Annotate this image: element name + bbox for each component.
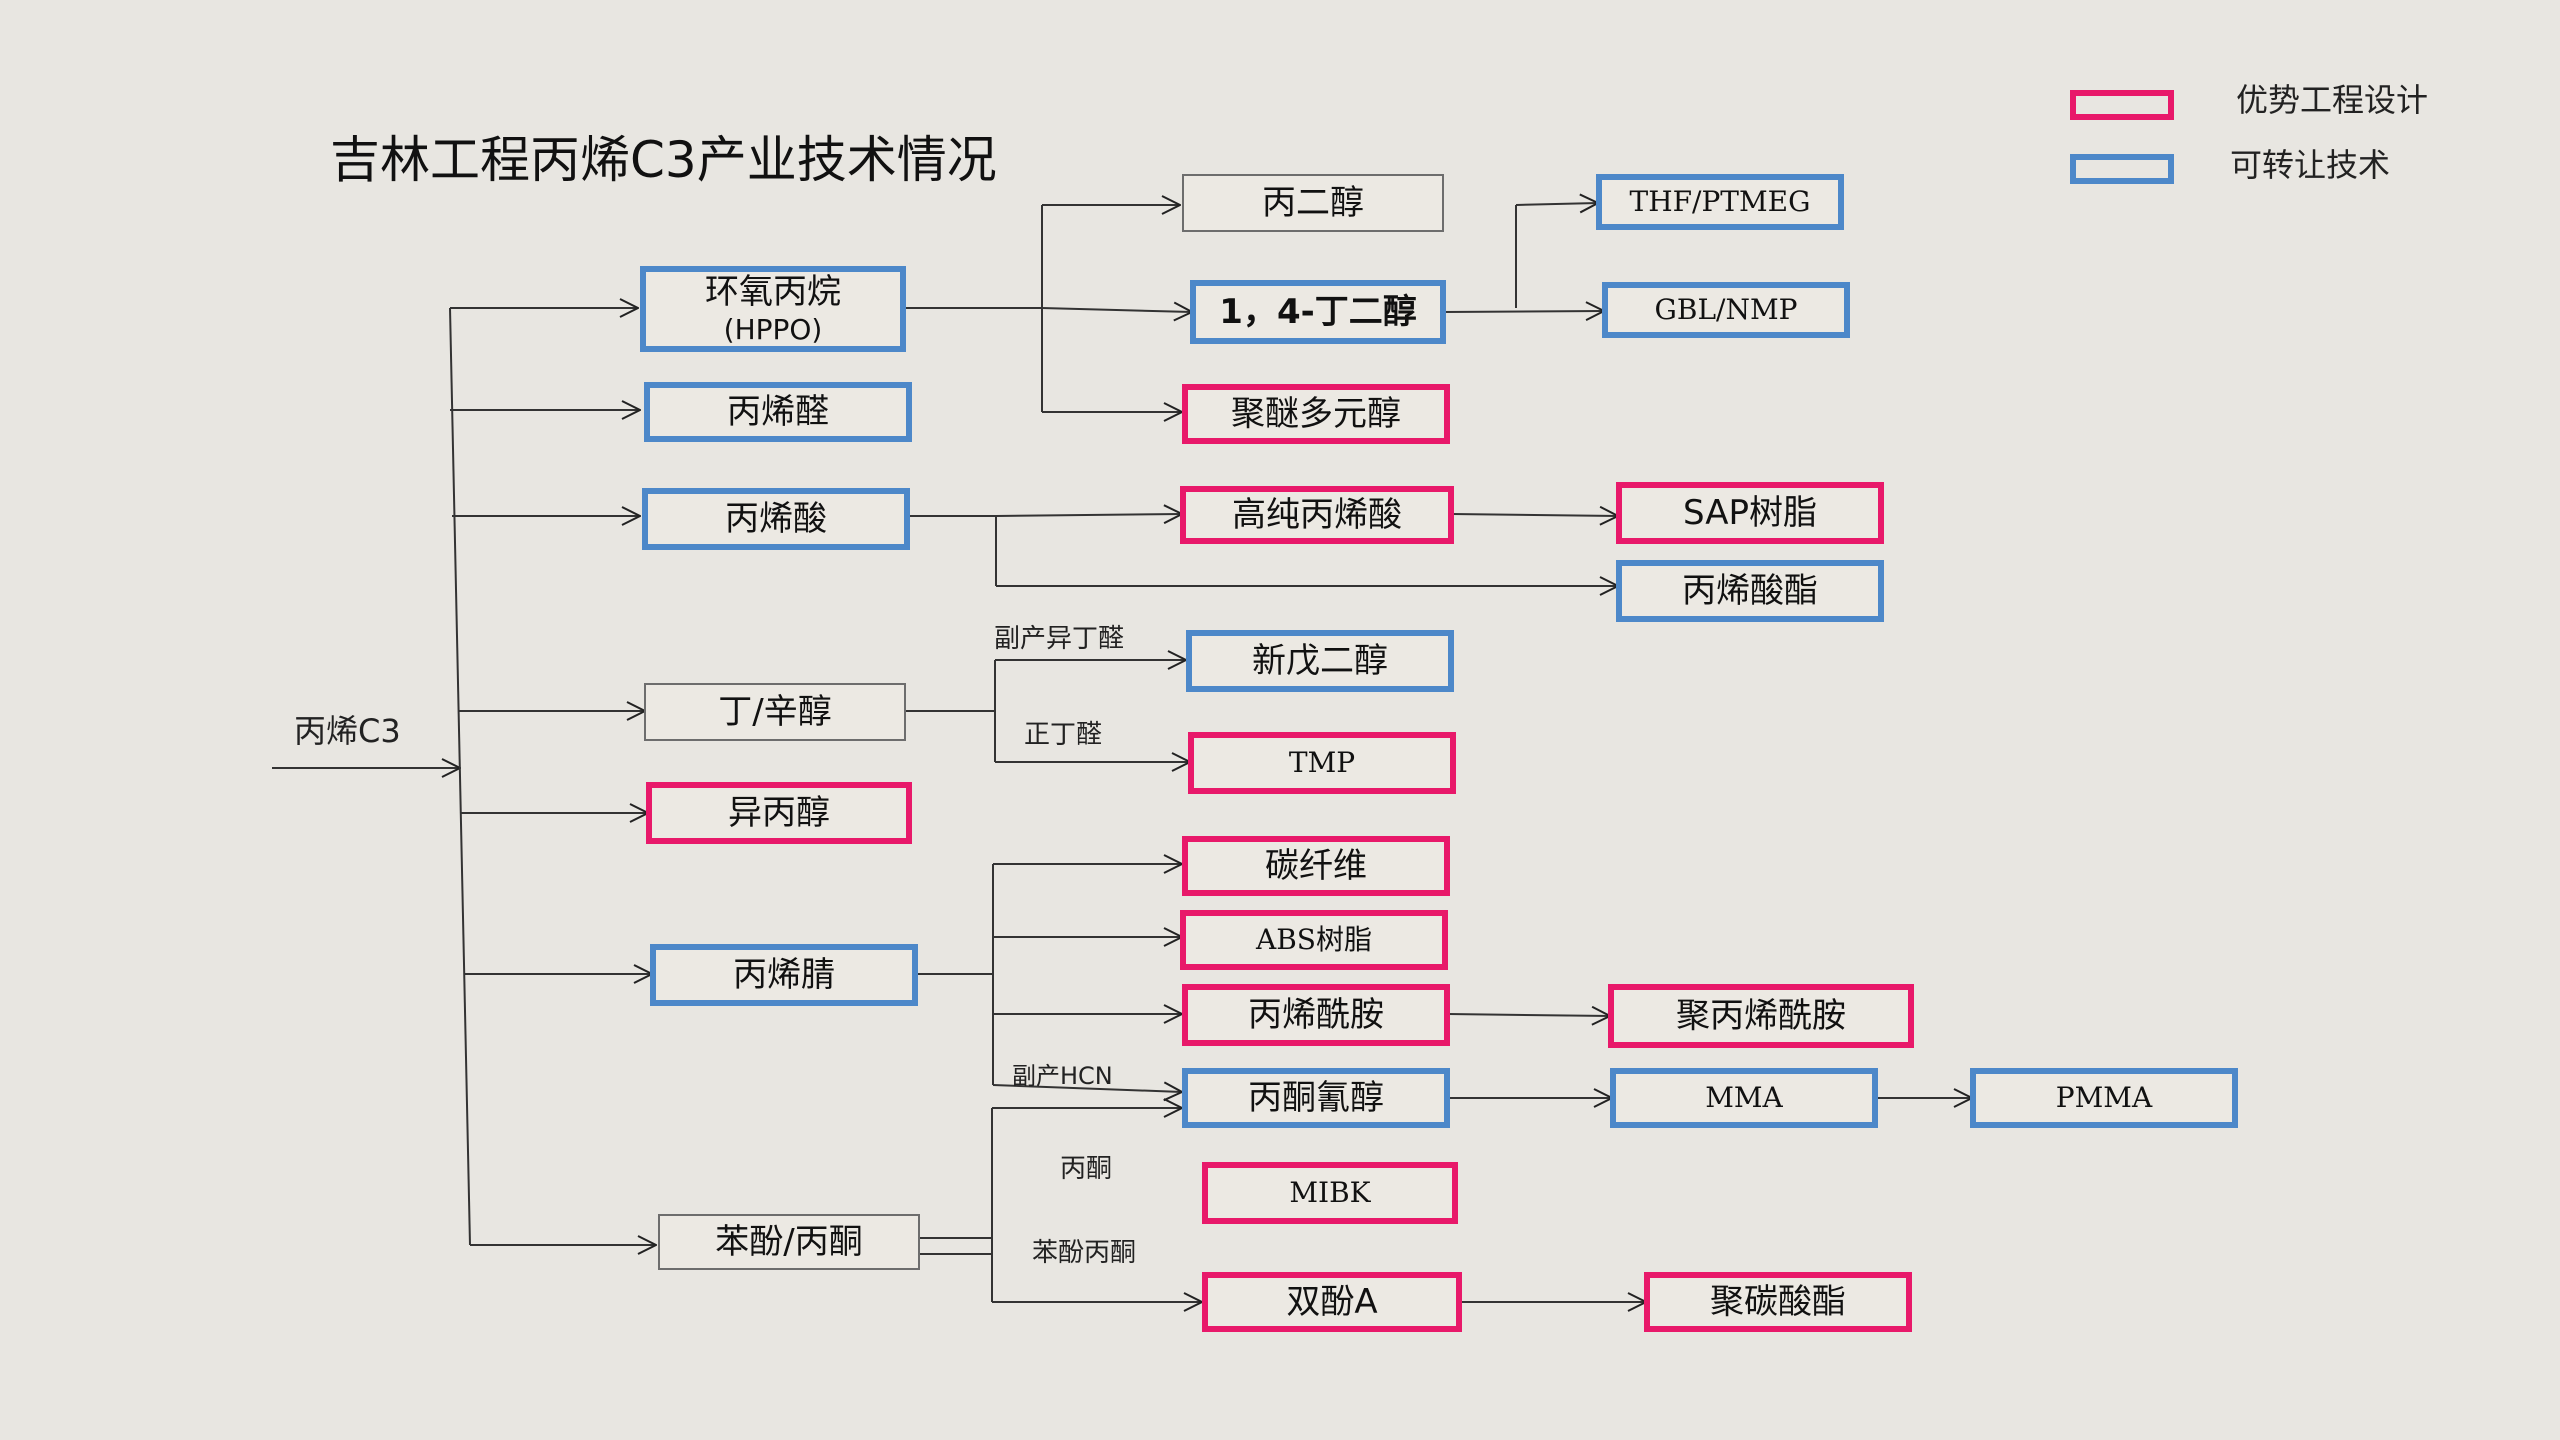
node-hppo: 环氧丙烷 (HPPO) xyxy=(640,266,906,352)
root-propylene: 丙烯C3 xyxy=(294,712,401,750)
node-bpa: 双酚A xyxy=(1202,1272,1462,1332)
node-pam: 聚丙烯酰胺 xyxy=(1608,984,1914,1048)
edge-label-n-butyraldehyde: 正丁醛 xyxy=(1024,720,1103,750)
node-butanol: 丁/辛醇 xyxy=(644,683,906,741)
node-phenol-acetone: 苯酚/丙酮 xyxy=(658,1214,920,1270)
node-pdo: 丙二醇 xyxy=(1182,174,1444,232)
node-acrylonitrile: 丙烯腈 xyxy=(650,944,918,1006)
node-acrylamide: 丙烯酰胺 xyxy=(1182,984,1450,1046)
node-carbon-fiber: 碳纤维 xyxy=(1182,836,1450,896)
node-pc: 聚碳酸酯 xyxy=(1644,1272,1912,1332)
node-acrylic-acid: 丙烯酸 xyxy=(642,488,910,550)
edge-label-phenol-acetone: 苯酚丙酮 xyxy=(1032,1238,1137,1268)
edge-label-hcn: 副产HCN xyxy=(1012,1062,1113,1090)
page-title: 吉林工程丙烯C3产业技术情况 xyxy=(330,131,997,189)
edge-label-isobutyraldehyde: 副产异丁醛 xyxy=(994,624,1125,654)
legend-label-advantage: 优势工程设计 xyxy=(2236,81,2429,119)
node-hppo-line2: (HPPO) xyxy=(723,312,823,346)
node-tmp: TMP xyxy=(1188,732,1456,794)
node-acrylate: 丙烯酸酯 xyxy=(1616,560,1884,622)
node-npg: 新戊二醇 xyxy=(1186,630,1454,692)
legend-label-transferable: 可转让技术 xyxy=(2230,146,2391,184)
node-abs: ABS树脂 xyxy=(1180,910,1448,970)
node-thf-ptmeg: THF/PTMEG xyxy=(1596,174,1844,230)
node-gbl-nmp: GBL/NMP xyxy=(1602,282,1850,338)
node-mma: MMA xyxy=(1610,1068,1878,1128)
node-polyether: 聚醚多元醇 xyxy=(1182,384,1450,444)
legend-swatch-advantage xyxy=(2070,90,2174,120)
edge-label-acetone: 丙酮 xyxy=(1060,1154,1113,1184)
node-pmma: PMMA xyxy=(1970,1068,2238,1128)
node-sap: SAP树脂 xyxy=(1616,482,1884,544)
legend-swatch-transferable xyxy=(2070,154,2174,184)
node-bdo: 1，4-丁二醇 xyxy=(1190,280,1446,344)
node-acrolein: 丙烯醛 xyxy=(644,382,912,442)
node-acetone-cyanohydrin: 丙酮氰醇 xyxy=(1182,1068,1450,1128)
node-mibk: MIBK xyxy=(1202,1162,1458,1224)
node-hp-acrylic: 高纯丙烯酸 xyxy=(1180,486,1454,544)
node-hppo-line1: 环氧丙烷 xyxy=(705,271,841,312)
node-ipa: 异丙醇 xyxy=(646,782,912,844)
